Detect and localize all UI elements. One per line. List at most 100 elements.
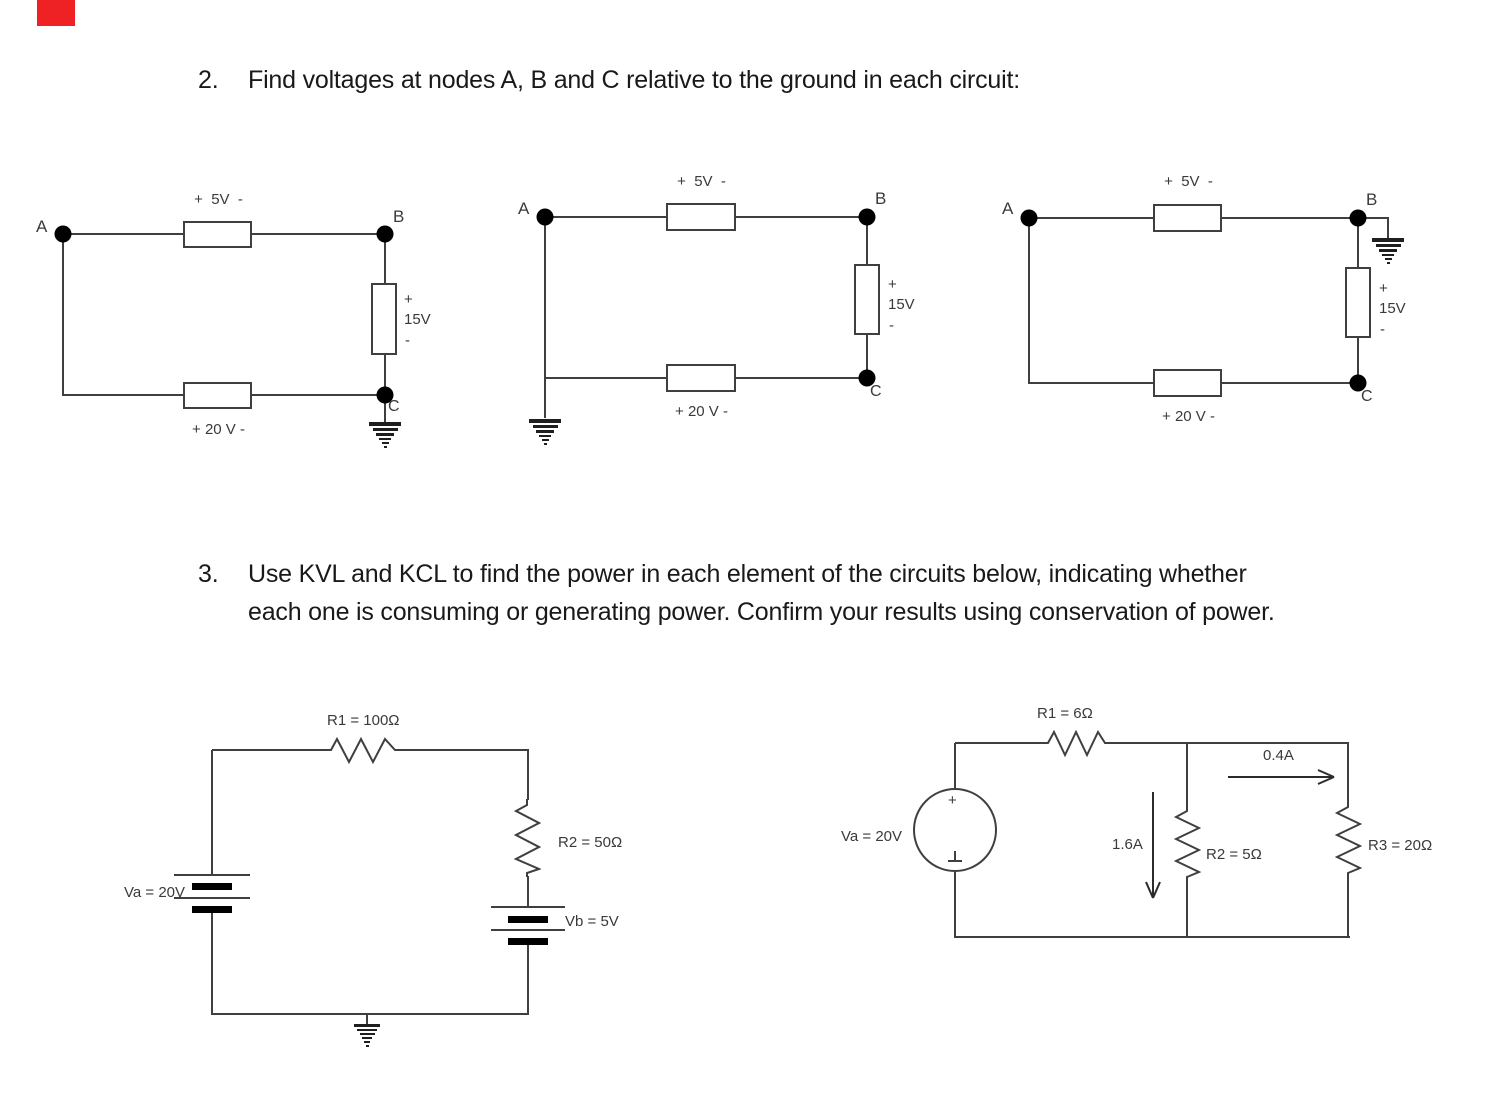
node-b-dot xyxy=(858,208,876,226)
battery-vb-plate xyxy=(491,906,565,908)
voltage-label-20v: + 20 V - xyxy=(675,403,728,420)
wire xyxy=(1358,217,1389,219)
node-c-dot xyxy=(376,386,394,404)
resistor-r3-zigzag xyxy=(1335,801,1362,877)
node-a-dot xyxy=(54,225,72,243)
wire xyxy=(62,233,64,396)
node-c-label: C xyxy=(388,398,400,415)
wire xyxy=(1186,880,1188,938)
wire xyxy=(1347,743,1349,801)
current-arrow-down xyxy=(1145,792,1161,899)
red-corner-marker xyxy=(37,0,75,26)
wire xyxy=(544,216,546,418)
ground-symbol xyxy=(529,419,561,445)
node-b-label: B xyxy=(875,189,887,208)
wire xyxy=(527,750,529,800)
wire xyxy=(1186,743,1188,805)
minus-sign: - xyxy=(1380,321,1385,338)
node-a-dot xyxy=(536,208,554,226)
r2-label: R2 = 5Ω xyxy=(1206,846,1262,863)
problem2-title: Find voltages at nodes A, B and C relati… xyxy=(248,66,1020,94)
element-20v-box xyxy=(1153,369,1222,397)
ground-symbol xyxy=(354,1024,380,1047)
wire xyxy=(403,749,529,751)
node-a-dot xyxy=(1020,209,1038,227)
battery-vb-plate xyxy=(508,916,548,923)
node-a-label: A xyxy=(1002,199,1014,218)
minus-sign: - xyxy=(889,317,894,334)
element-20v-box xyxy=(183,382,252,409)
problem3-number: 3. xyxy=(198,560,219,588)
element-20v-box xyxy=(666,364,736,392)
node-a-label: A xyxy=(36,217,48,236)
battery-va-plate xyxy=(174,897,250,899)
battery-vb-plate xyxy=(508,938,548,945)
node-c-dot xyxy=(858,369,876,387)
wire xyxy=(1357,338,1359,383)
voltage-label-15v: 15V xyxy=(404,311,431,328)
node-c-dot xyxy=(1349,374,1367,392)
r1-label: R1 = 100Ω xyxy=(327,712,400,729)
voltage-label-5v: + 5V - xyxy=(1164,173,1213,190)
voltage-label-5v: + 5V - xyxy=(677,173,726,190)
wire xyxy=(1028,217,1030,384)
problem2-number: 2. xyxy=(198,66,219,94)
problem3-title-line2: each one is consuming or generating powe… xyxy=(248,598,1275,626)
va-label: Va = 20V xyxy=(124,884,186,901)
wire xyxy=(384,353,386,395)
wire xyxy=(211,912,213,1015)
plus-sign: + xyxy=(1379,280,1388,297)
source-minus-terminal xyxy=(948,860,962,862)
wire xyxy=(384,234,386,284)
element-5v-box xyxy=(1153,204,1222,232)
resistor-r2-zigzag xyxy=(514,799,541,877)
node-b-label: B xyxy=(1366,190,1378,209)
r2-label: R2 = 50Ω xyxy=(558,834,623,851)
battery-va-plate xyxy=(192,906,232,913)
wire xyxy=(211,750,213,875)
element-15v-box xyxy=(854,264,880,335)
current-down-label: 1.6A xyxy=(1112,836,1143,853)
wire xyxy=(954,743,956,789)
battery-va-plate xyxy=(192,883,232,890)
node-c-label: C xyxy=(1361,388,1373,405)
element-5v-box xyxy=(183,221,252,248)
element-15v-box xyxy=(1345,267,1371,338)
battery-va-plate xyxy=(174,874,250,876)
node-b-dot xyxy=(1349,209,1367,227)
wire xyxy=(211,1013,529,1015)
wire xyxy=(954,936,1350,938)
source-plus-sign: + xyxy=(948,792,957,809)
voltage-label-5v: + 5V - xyxy=(194,191,243,208)
vb-label: Vb = 5V xyxy=(565,913,619,930)
resistor-r2-zigzag xyxy=(1174,805,1201,881)
wire xyxy=(866,217,868,264)
wire xyxy=(384,402,386,422)
resistor-r1-zigzag xyxy=(1043,730,1110,757)
minus-sign: - xyxy=(405,332,410,349)
ground-symbol xyxy=(369,422,401,448)
wire xyxy=(954,871,956,938)
resistor-r1-zigzag xyxy=(325,737,403,764)
wire xyxy=(1108,742,1349,744)
wire xyxy=(527,944,529,1015)
battery-vb-plate xyxy=(491,929,565,931)
current-arrow-right xyxy=(1228,769,1335,785)
wire xyxy=(366,1015,368,1024)
node-a-label: A xyxy=(518,199,530,218)
voltage-label-20v: + 20 V - xyxy=(1162,408,1215,425)
voltage-label-20v: + 20 V - xyxy=(192,421,245,438)
ground-symbol xyxy=(1372,238,1404,264)
wire xyxy=(212,749,327,751)
element-5v-box xyxy=(666,203,736,231)
wire xyxy=(866,335,868,378)
node-b-label: B xyxy=(393,207,405,226)
node-c-label: C xyxy=(870,383,882,400)
source-minus-terminal xyxy=(954,851,956,860)
voltage-label-15v: 15V xyxy=(1379,300,1406,317)
wire xyxy=(527,876,529,907)
wire xyxy=(1357,218,1359,267)
r3-label: R3 = 20Ω xyxy=(1368,837,1433,854)
wire xyxy=(955,742,1045,744)
problem3-title-line1: Use KVL and KCL to find the power in eac… xyxy=(248,560,1247,588)
